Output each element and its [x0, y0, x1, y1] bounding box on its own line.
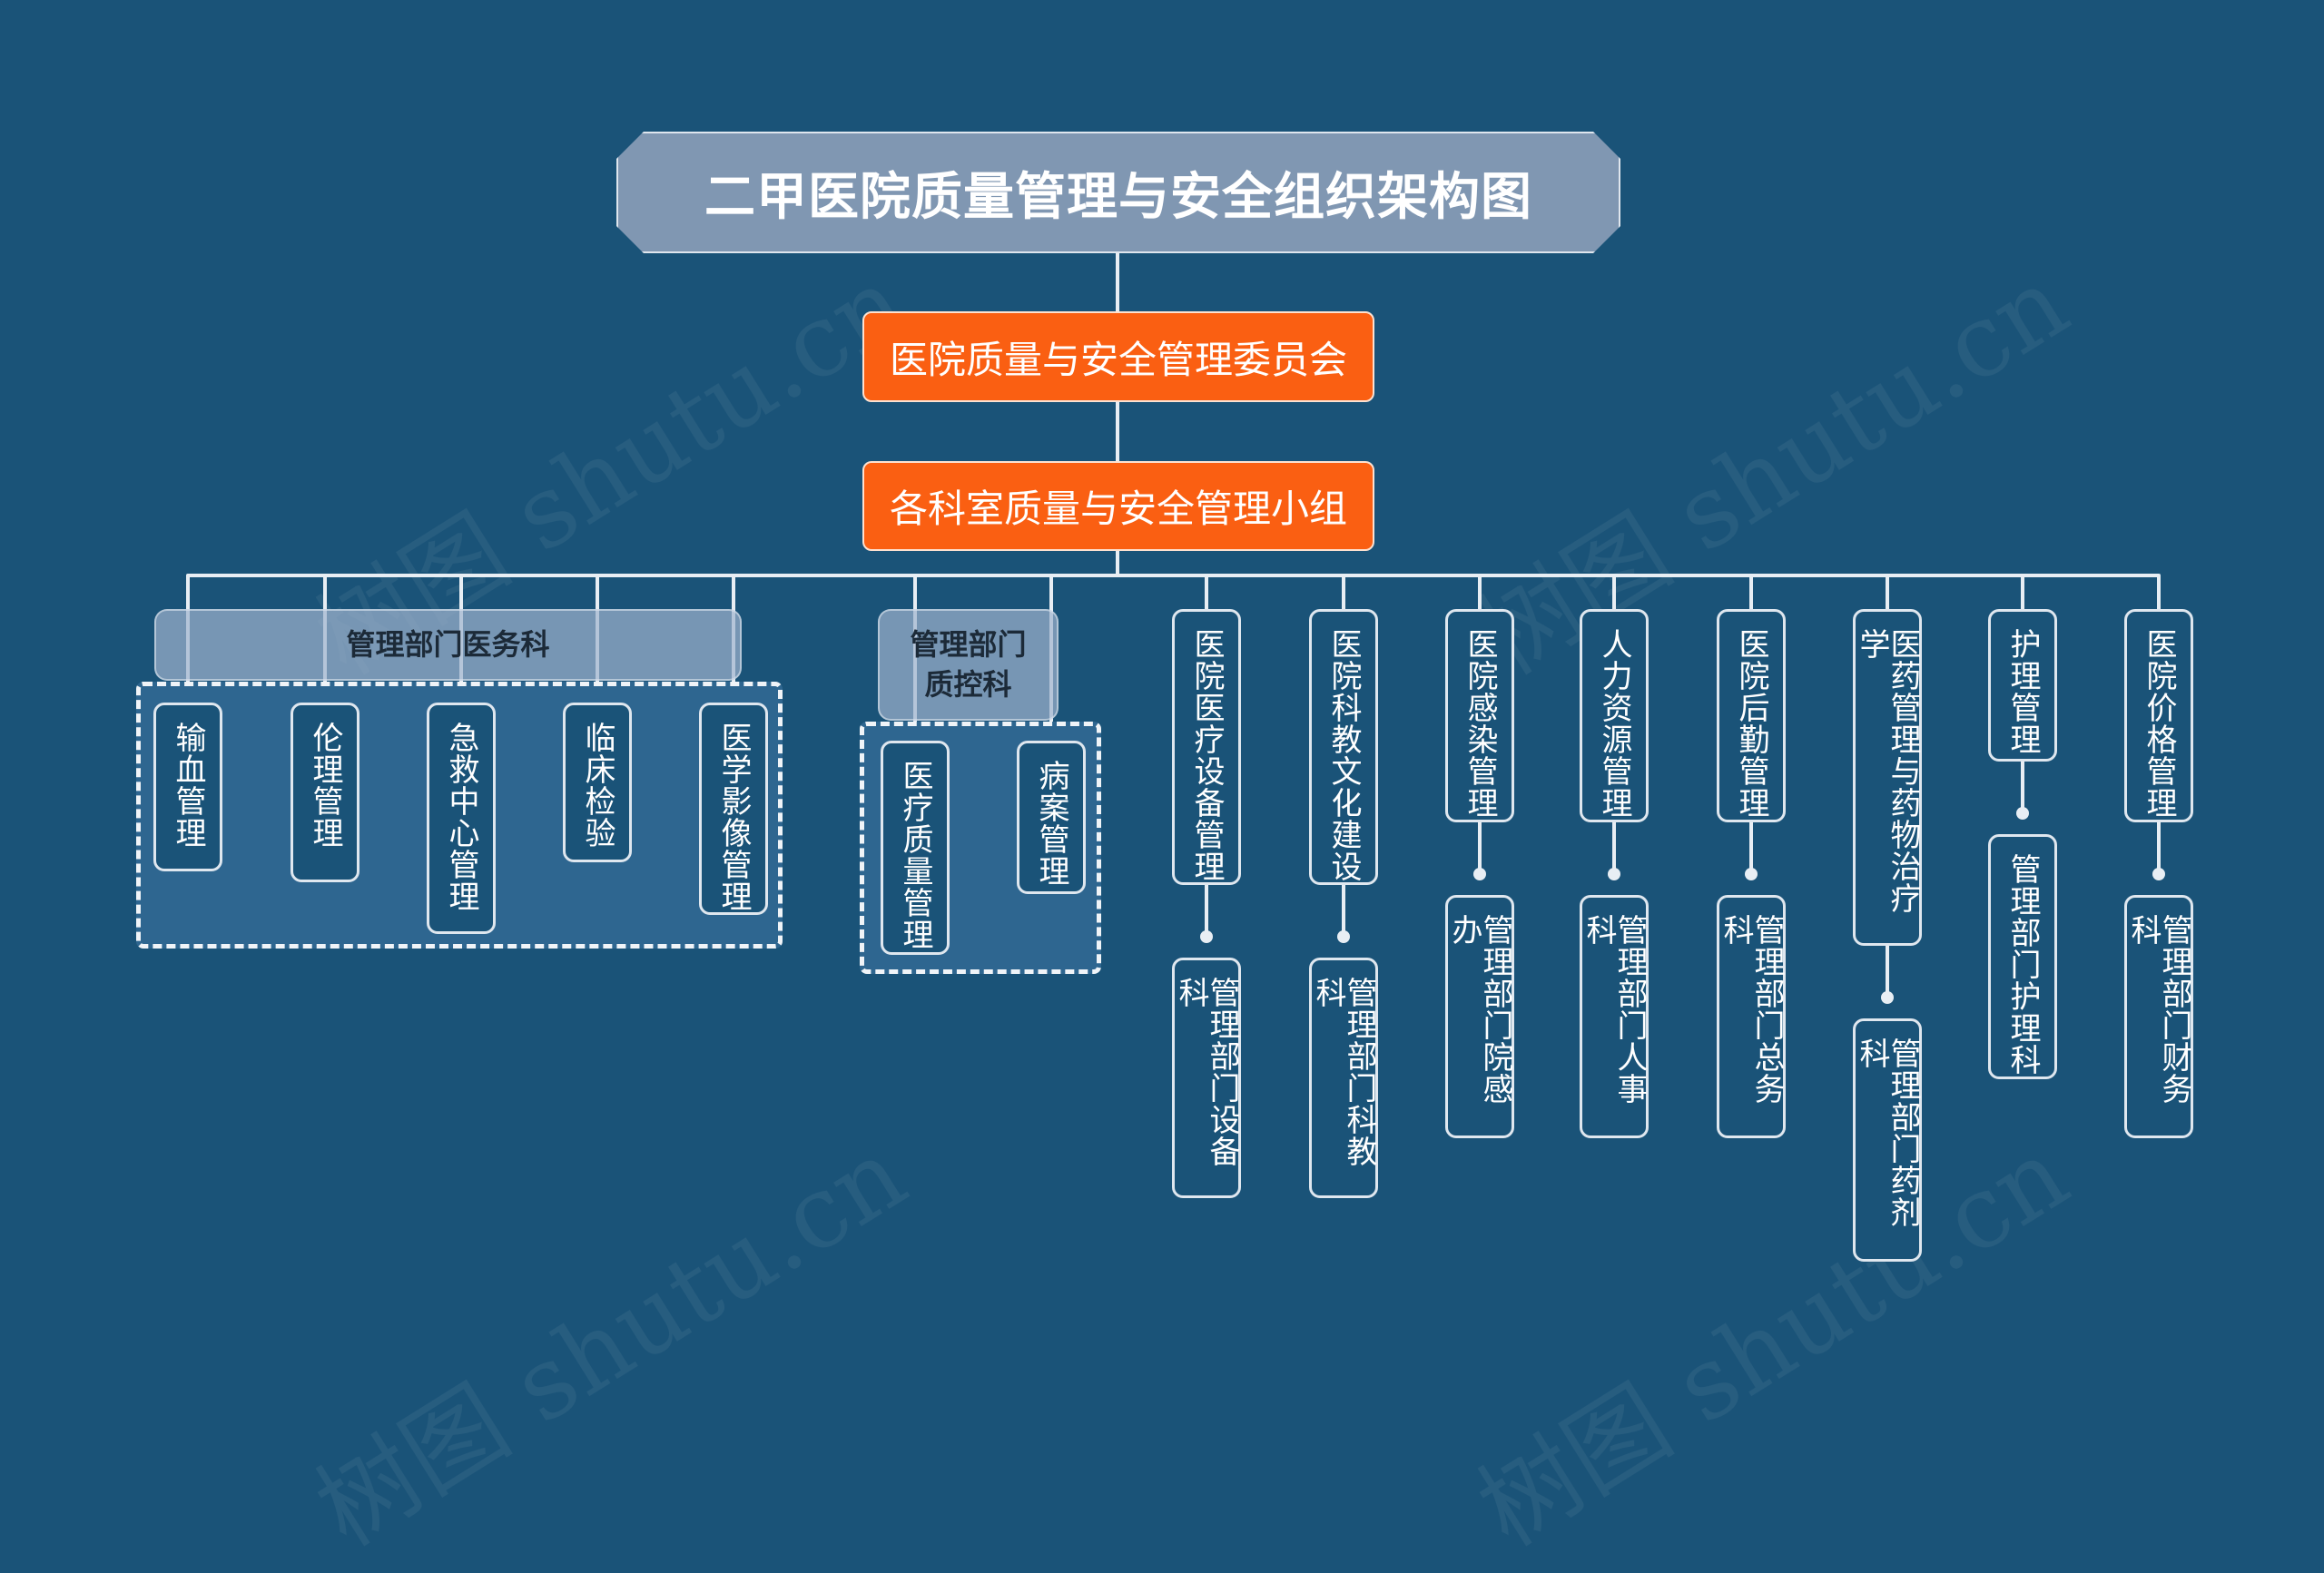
connector-dot	[1881, 991, 1894, 1004]
column-top-node[interactable]: 医院医疗设备管理	[1172, 609, 1241, 885]
column-top-node[interactable]: 医院后勤管理	[1717, 609, 1786, 822]
quality-control-label-line1: 管理部门	[910, 627, 1027, 663]
column-top-node[interactable]: 医院价格管理	[2124, 609, 2193, 822]
connector-dot	[1473, 868, 1486, 880]
leaf-node-quality-control[interactable]: 医疗质量管理	[881, 741, 950, 955]
column-bottom-node[interactable]: 管理部门人事科	[1580, 895, 1649, 1138]
drop-connector	[1342, 575, 1345, 609]
quality-control-label[interactable]: 管理部门 质控科	[878, 609, 1059, 721]
drop-connector	[2157, 575, 2161, 609]
column-top-node[interactable]: 医院感染管理	[1445, 609, 1514, 822]
column-connector	[1886, 946, 1889, 998]
leaf-node-medical-affairs[interactable]: 输血管理	[153, 703, 222, 871]
drop-connector	[1612, 575, 1616, 609]
leaf-node-medical-affairs[interactable]: 临床检验	[563, 703, 632, 862]
drop-connector	[1886, 575, 1889, 609]
column-bottom-node[interactable]: 管理部门药剂科	[1853, 1018, 1922, 1262]
committee-node[interactable]: 医院质量与安全管理委员会	[862, 311, 1374, 402]
column-connector	[1478, 822, 1482, 874]
column-connector	[1749, 822, 1753, 874]
medical-affairs-label[interactable]: 管理部门医务科	[154, 609, 742, 681]
column-bottom-node[interactable]: 管理部门总务科	[1717, 895, 1786, 1138]
column-connector	[1342, 885, 1345, 937]
connector-dot	[1200, 930, 1213, 943]
drop-connector	[2021, 575, 2024, 609]
watermark: 树图 shutu.cn	[1459, 1116, 2087, 1568]
connector-dot	[2016, 807, 2029, 820]
quality-control-label-line2: 质控科	[924, 666, 1012, 702]
column-bottom-node[interactable]: 管理部门科教科	[1309, 958, 1378, 1198]
leaf-node-medical-affairs[interactable]: 伦理管理	[290, 703, 359, 882]
column-bottom-node[interactable]: 管理部门院感办	[1445, 895, 1514, 1138]
column-top-node[interactable]: 护理管理	[1988, 609, 2057, 762]
drop-connector	[1478, 575, 1482, 609]
connector-group-bus	[1116, 551, 1119, 577]
horizontal-bus	[186, 574, 2161, 577]
drop-connector	[1205, 575, 1208, 609]
watermark: 树图 shutu.cn	[297, 1116, 925, 1568]
column-bottom-node[interactable]: 管理部门设备科	[1172, 958, 1241, 1198]
drop-connector	[1749, 575, 1753, 609]
column-top-node[interactable]: 医院科教文化建设	[1309, 609, 1378, 885]
leaf-node-medical-affairs[interactable]: 急救中心管理	[427, 703, 496, 934]
connector-dot	[1608, 868, 1620, 880]
column-top-node[interactable]: 人力资源管理	[1580, 609, 1649, 822]
column-bottom-node[interactable]: 管理部门财务科	[2124, 895, 2193, 1138]
connector-dot	[1337, 930, 1350, 943]
column-bottom-node[interactable]: 管理部门护理科	[1988, 834, 2057, 1079]
connector-dot	[2152, 868, 2165, 880]
leaf-node-quality-control[interactable]: 病案管理	[1017, 741, 1086, 894]
column-top-node[interactable]: 医药管理与药物治疗学	[1853, 609, 1922, 946]
connector-dot	[1745, 868, 1758, 880]
column-connector	[2157, 822, 2161, 874]
column-connector	[2021, 762, 2024, 813]
leaf-node-medical-affairs[interactable]: 医学影像管理	[699, 703, 768, 915]
group-node[interactable]: 各科室质量与安全管理小组	[862, 461, 1374, 551]
page-title: 二甲医院质量管理与安全组织架构图	[616, 132, 1620, 253]
column-connector	[1205, 885, 1208, 937]
column-connector	[1612, 822, 1616, 874]
